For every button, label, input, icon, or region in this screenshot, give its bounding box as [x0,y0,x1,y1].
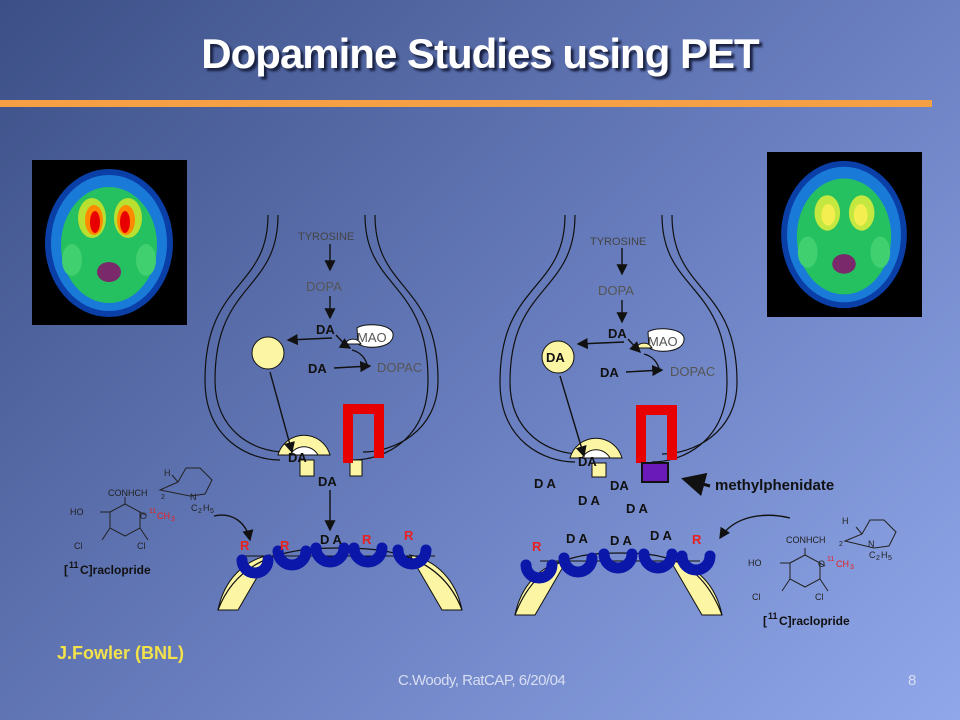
left-pathway-arrows [269,244,372,532]
right-chem-subscript-3: 3 [850,564,854,571]
left-chem-h-label: H [203,503,210,513]
right-vesicle [541,340,575,374]
left-chem-isotope-11: 11 [149,508,156,515]
right-receptor-label: R [692,532,702,547]
right-chem-n-label: N [868,539,875,549]
left-chem-cl-label: Cl [137,541,146,551]
left-red-transporter [343,404,384,463]
right-da-label: DA [578,454,597,469]
right-d2-receptors [520,548,716,584]
left-mao-label: MAO [357,330,387,345]
methylphenidate-label: methylphenidate [715,477,834,494]
left-da-label: DA [316,322,335,337]
right-chem-cl-label: Cl [815,592,824,602]
right-da-label: DA [600,365,619,380]
left-tyrosine-label: TYROSINE [298,231,354,243]
right-chem-cl-label: Cl [752,592,761,602]
right-da-cleft-label: D A [534,476,557,491]
left-receptor-label: R [404,528,414,543]
left-raclopride-isotope: 11 [69,560,79,570]
right-chem-ho-label: HO [748,558,762,568]
left-d2-receptors [236,542,432,579]
left-chem-cl-label: Cl [74,541,83,551]
left-raclopride-structure: CONHCH 2 H N C 2 H 5 HO O 11 CH 3 Cl Cl … [64,467,254,577]
right-synapse: TYROSINE DOPA DA DA MAO DA DOPAC DA D A … [499,214,834,616]
left-chem-h-label: H [164,468,171,478]
right-da-cleft-label: D A [566,531,589,546]
right-da-cleft-label: D A [610,533,633,548]
right-dopac-label: DOPAC [670,364,715,379]
right-da-label: DA [608,326,627,341]
right-chem-h-label: H [881,550,888,560]
right-vesicle-da-label: DA [546,350,565,365]
left-receptor-label: R [240,538,250,553]
right-raclopride-label: C]raclopride [779,614,850,628]
left-chem-subscript-2: 2 [198,508,202,515]
right-chem-isotope-11: 11 [827,556,834,563]
right-pathway-arrows [559,248,711,497]
right-raclopride-isotope: 11 [768,611,778,621]
page-number: 8 [908,672,917,689]
right-chem-subscript-2: 2 [839,541,843,548]
left-chem-ho-label: HO [70,507,84,517]
right-da-cleft-label: D A [626,501,649,516]
right-da-cleft-label: D A [650,528,673,543]
right-mao-label: MAO [648,334,678,349]
right-tyrosine-label: TYROSINE [590,236,646,248]
right-chem-subscript-5: 5 [888,555,892,562]
right-receptor-label: R [532,539,542,554]
left-presynaptic-terminal-outline [204,214,439,461]
left-raclopride-bracket: [ [64,563,68,577]
right-chem-c-label: C [869,550,876,560]
left-chem-subscript-5: 5 [210,508,214,515]
left-da-label: DA [288,450,307,465]
left-chem-subscript-3: 3 [171,516,175,523]
left-vesicle [251,336,285,370]
right-chem-subscript-2: 2 [876,555,880,562]
left-da-label: DA [318,474,337,489]
author-credit: J.Fowler (BNL) [57,643,185,663]
left-chem-c-label: C [191,503,198,513]
right-da-label: DA [610,478,629,493]
pet-scan-baseline-image [32,160,187,325]
left-receptor-label: R [280,538,290,553]
title-underline [0,100,932,107]
left-chem-conhch-label: CONHCH [108,488,148,498]
right-raclopride-bracket: [ [763,614,767,628]
left-dopac-label: DOPAC [377,360,422,375]
right-chem-conhch-label: CONHCH [786,535,826,545]
methylphenidate-block [641,462,669,483]
slide-title: Dopamine Studies using PET [201,30,759,77]
left-chem-n-label: N [190,492,197,502]
left-dopa-label: DOPA [306,279,342,294]
right-chem-o-label: O [818,559,825,569]
left-synapse: TYROSINE DOPA DA MAO DA DOPAC DA DA D A … [204,214,463,611]
right-chem-ch3-label: CH [836,559,849,569]
right-raclopride-structure: CONHCH 2 H N C 2 H 5 HO O 11 CH 3 Cl Cl … [719,514,897,628]
left-da-label: DA [308,361,327,376]
left-raclopride-label: C]raclopride [80,563,151,577]
left-chem-ch3-label: CH [157,511,170,521]
left-chem-o-label: O [140,511,147,521]
right-dopa-label: DOPA [598,283,634,298]
left-chem-subscript-2: 2 [161,494,165,501]
left-receptor-label: R [362,532,372,547]
right-red-transporter [636,405,677,463]
right-chem-h-label: H [842,516,849,526]
pet-scan-methylphenidate-image [767,152,922,317]
left-da-cleft-label: D A [320,532,343,547]
right-presynaptic-terminal-outline [499,214,738,463]
slide-footer: C.Woody, RatCAP, 6/20/04 [398,672,566,689]
right-da-cleft-label: D A [578,493,601,508]
